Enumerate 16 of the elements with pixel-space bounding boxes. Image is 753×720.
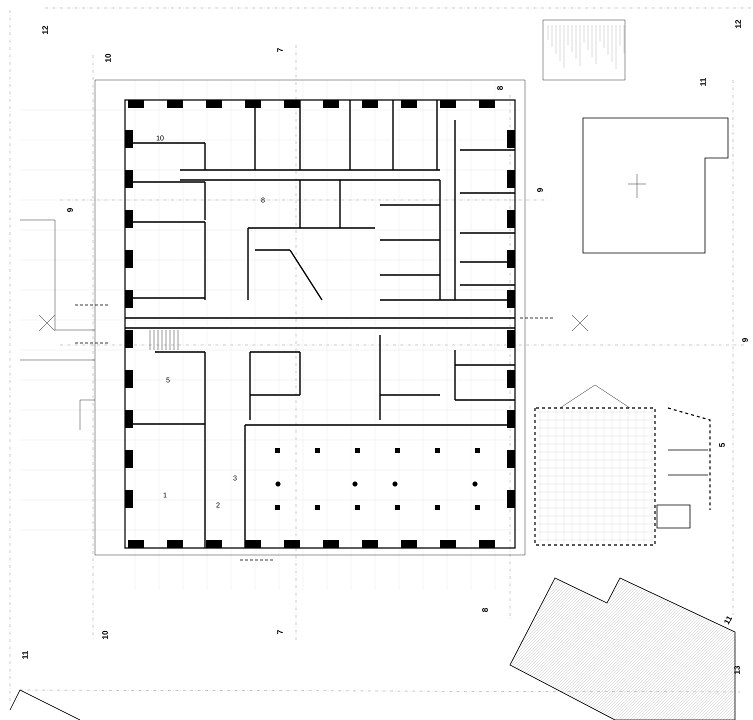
- section-marker: 7: [277, 48, 283, 52]
- section-marker: 12: [42, 26, 48, 34]
- section-marker: 9: [537, 188, 543, 192]
- section-marker: 12: [735, 20, 741, 28]
- section-marker: 11: [724, 616, 732, 625]
- section-marker: 8: [482, 608, 488, 612]
- section-marker: 8: [497, 86, 503, 90]
- section-marker: 13: [734, 666, 740, 674]
- section-marker: 10: [105, 54, 111, 62]
- section-marker: 11: [22, 651, 28, 659]
- section-marker: 10: [102, 630, 108, 639]
- section-marker: 5: [719, 443, 725, 447]
- section-marker: 7: [277, 630, 283, 634]
- section-marker: 9: [67, 208, 73, 212]
- section-marker: 9: [742, 338, 748, 342]
- section-marker: 11: [700, 78, 706, 86]
